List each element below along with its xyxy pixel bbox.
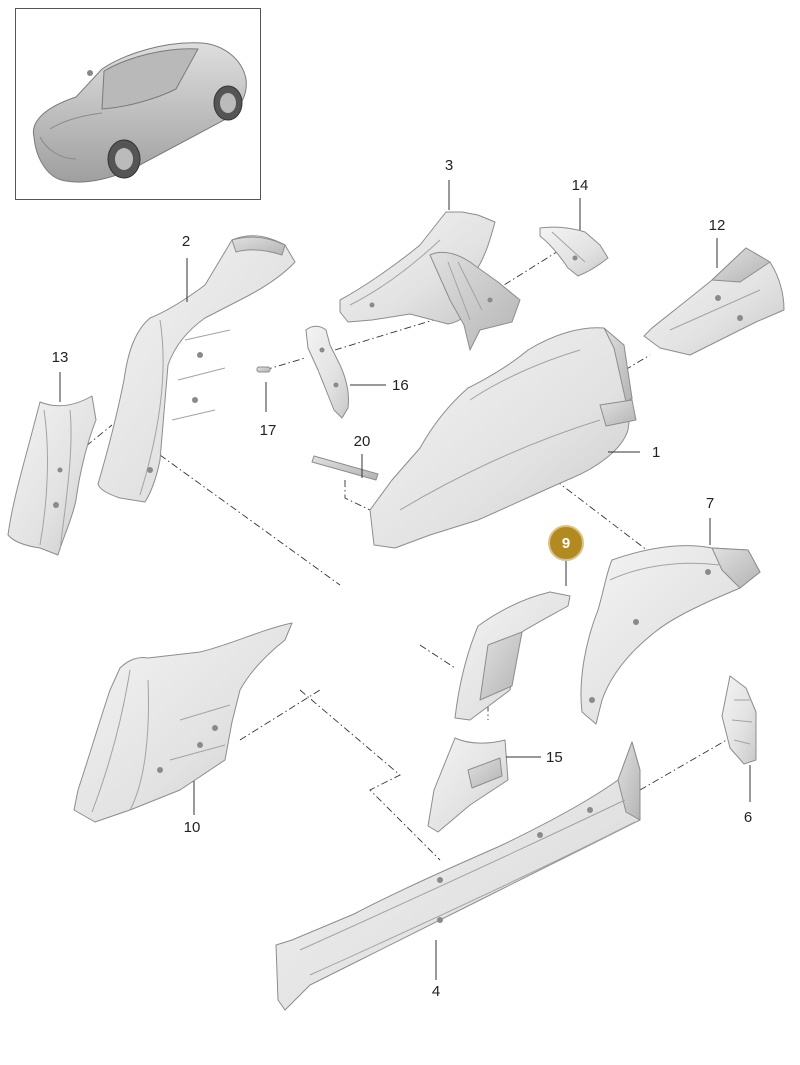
part-10-sill-front-section[interactable] [73, 622, 293, 823]
callout-16[interactable]: 16 [392, 377, 409, 394]
part-4-side-sill-member[interactable] [275, 741, 641, 1011]
car-overview-icon [32, 42, 247, 183]
part-20-seal-strip[interactable] [311, 455, 379, 481]
callout-10[interactable]: 10 [184, 819, 201, 836]
callout-12[interactable]: 12 [709, 217, 726, 234]
callout-labels: 2 3 14 12 13 1 16 17 20 7 10 15 6 4 [52, 157, 753, 1000]
callout-9[interactable]: 9 [562, 535, 570, 552]
part-14-bracket[interactable] [539, 226, 609, 277]
callout-13[interactable]: 13 [52, 349, 69, 366]
part-9-reinforcement-bracket[interactable] [454, 591, 571, 721]
part-15-inner-bracket[interactable] [427, 737, 509, 833]
part-6-sill-end-bracket[interactable] [721, 675, 757, 765]
callout-3[interactable]: 3 [445, 157, 453, 174]
callout-4[interactable]: 4 [432, 983, 440, 1000]
callout-7[interactable]: 7 [706, 495, 714, 512]
callout-14[interactable]: 14 [572, 177, 589, 194]
part-3-rear-wheelhouse-panel[interactable] [339, 211, 521, 351]
part-1-side-panel-quarter[interactable] [369, 327, 637, 549]
part-16-hinge-bracket[interactable] [305, 325, 349, 419]
callout-1[interactable]: 1 [652, 444, 660, 461]
callout-17[interactable]: 17 [260, 422, 277, 439]
callout-15[interactable]: 15 [546, 749, 563, 766]
vehicle-overview-inset [15, 8, 261, 200]
callout-9-highlighted[interactable]: 9 [548, 525, 584, 561]
callout-6[interactable]: 6 [744, 809, 752, 826]
part-17-stud[interactable] [256, 366, 271, 373]
part-2-b-pillar-inner[interactable] [97, 235, 296, 503]
callout-2[interactable]: 2 [182, 233, 190, 250]
leader-lines [59, 180, 751, 980]
part-13-a-pillar-reinforcement[interactable] [7, 395, 97, 556]
part-12-rear-panel-section[interactable] [643, 247, 785, 356]
highlight-badge [548, 525, 584, 561]
callout-20[interactable]: 20 [354, 433, 371, 450]
part-7-wheel-arch[interactable] [580, 545, 761, 725]
